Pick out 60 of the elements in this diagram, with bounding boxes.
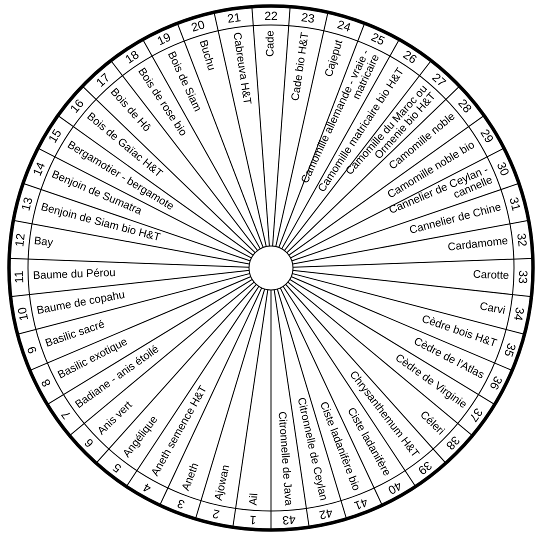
sector-number: 5	[108, 459, 125, 478]
sector-number: 4	[140, 479, 155, 498]
sector-number: 40	[384, 478, 405, 500]
sector-number: 7	[57, 407, 74, 424]
sector-number: 22	[263, 10, 279, 22]
sector-number: 24	[334, 17, 354, 36]
sector-number: 42	[316, 506, 335, 523]
sector-number: 12	[12, 232, 28, 250]
sector-number: 14	[28, 159, 49, 180]
sector-number: 35	[500, 340, 520, 360]
sector-number: 36	[485, 373, 506, 395]
sector-number: 28	[454, 96, 476, 118]
sector-number: 34	[511, 305, 528, 324]
sector-number: 2	[210, 506, 222, 523]
sector-label: Ajowan	[214, 462, 234, 502]
sector-number: 16	[66, 96, 87, 118]
sector-number: 13	[18, 194, 36, 214]
sector-number: 18	[121, 46, 142, 68]
sector-number: 17	[92, 69, 112, 90]
sector-number: 6	[80, 434, 98, 453]
sector-label: Ail	[248, 492, 261, 506]
sector-number: 31	[506, 194, 524, 214]
sector-label: Carotte	[472, 268, 510, 282]
sector-number: 26	[400, 46, 421, 67]
sector-number: 11	[12, 270, 26, 286]
sector-label: Citronnelle de Java	[275, 410, 294, 506]
sector-number: 27	[428, 69, 450, 92]
sector-label: Baume du Pérou	[32, 266, 117, 282]
sector-number: 19	[154, 29, 174, 50]
sector-label: Aneth	[180, 460, 202, 492]
sector-number: 39	[414, 457, 436, 480]
sector-label: Anis vert	[96, 398, 134, 438]
sector-number: 1	[248, 512, 258, 527]
sector-number: 23	[299, 10, 316, 26]
sector-label: Cardamome	[446, 236, 508, 256]
sector-number: 37	[466, 404, 487, 426]
sector-label: Cajeput	[321, 38, 345, 80]
sector-number: 30	[493, 159, 514, 180]
sector-label: Basilic sacré	[44, 318, 106, 350]
sector-number: 10	[14, 305, 31, 324]
sector-number: 33	[516, 269, 530, 286]
sector-label: Carvi	[478, 299, 506, 317]
sector-label: Cade bio H&T	[288, 32, 312, 104]
sector-label: Baume de copahu	[36, 288, 127, 317]
sector-number: 41	[351, 494, 371, 514]
sector-number: 43	[281, 512, 298, 527]
sector-number: 15	[45, 126, 66, 148]
sector-number: 20	[188, 17, 208, 36]
sector-number: 21	[226, 10, 243, 26]
sector-label: Cabreuva H&T	[230, 32, 254, 108]
sector-number: 25	[368, 29, 388, 50]
sector-number: 8	[38, 376, 56, 392]
sector-number: 3	[174, 495, 188, 514]
sector-number: 29	[476, 126, 497, 148]
sector-label: Cade	[266, 30, 276, 58]
sector-number: 9	[23, 343, 41, 357]
sector-number: 32	[514, 232, 530, 250]
sector-number: 38	[443, 434, 464, 455]
sector-label: Bay	[34, 236, 55, 252]
sector-label: Buchu	[197, 38, 219, 74]
